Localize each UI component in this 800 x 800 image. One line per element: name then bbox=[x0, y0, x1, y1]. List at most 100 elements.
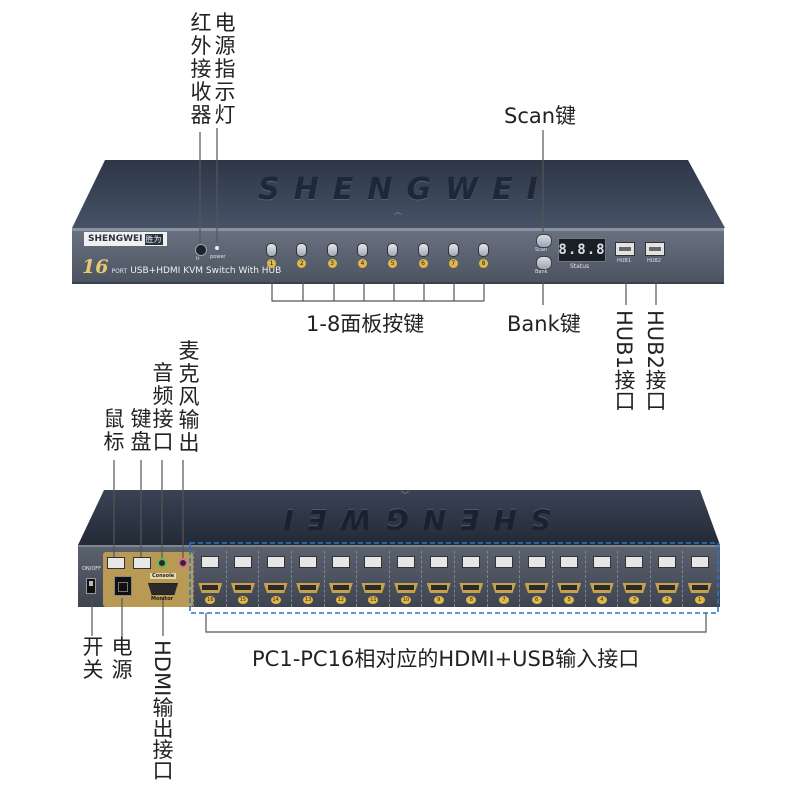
panel-button-number: 1 bbox=[267, 259, 276, 268]
panel-button-number: 3 bbox=[327, 259, 337, 268]
pc-usb-port[interactable] bbox=[658, 556, 677, 568]
pc-usb-port[interactable] bbox=[592, 556, 611, 568]
console-hdmi-port[interactable] bbox=[148, 583, 178, 595]
hub1-port[interactable] bbox=[615, 242, 635, 256]
pc-port-column: 7 bbox=[486, 551, 520, 607]
pc-hdmi-port-inner bbox=[463, 585, 480, 590]
audio-jack[interactable] bbox=[157, 558, 167, 568]
pc-hdmi-port-inner bbox=[593, 585, 610, 590]
bank-button[interactable] bbox=[536, 256, 552, 270]
callout-pc-ports: PC1-PC16相对应的HDMI+USB输入接口 bbox=[252, 647, 640, 671]
panel-button-number: 7 bbox=[448, 259, 458, 268]
pc-port-column: 5 bbox=[551, 551, 585, 607]
pc-usb-port[interactable] bbox=[331, 556, 350, 568]
callout-power-indicator: 电源指示灯 bbox=[214, 11, 236, 127]
callout-scan-key: Scan键 bbox=[504, 104, 577, 128]
pc-hdmi-port-inner bbox=[528, 585, 545, 590]
scan-button-label: Scan bbox=[535, 247, 548, 253]
pc-hdmi-port-inner bbox=[626, 585, 643, 590]
hub2-port[interactable] bbox=[645, 242, 665, 256]
front-chassis-face bbox=[72, 228, 724, 284]
pc-hdmi-port-inner bbox=[430, 585, 447, 590]
svg-text:︿: ︿ bbox=[394, 207, 402, 216]
callout-mouse: 鼠标 bbox=[103, 407, 125, 454]
callout-ir-receiver: 红外接收器 bbox=[190, 11, 212, 127]
monitor-label: Monitor bbox=[151, 596, 173, 602]
power-switch[interactable] bbox=[86, 578, 96, 594]
panel-button-3[interactable] bbox=[326, 243, 338, 257]
pc-port-column: 8 bbox=[454, 551, 487, 607]
panel-button-5[interactable] bbox=[387, 243, 399, 257]
pc-port-column: 15 bbox=[225, 551, 259, 607]
power-socket[interactable] bbox=[114, 576, 132, 596]
panel-button-4[interactable] bbox=[356, 243, 368, 257]
pc-port-number: 16 bbox=[205, 596, 216, 604]
pc-port-number: 8 bbox=[466, 596, 477, 604]
front-chassis-top bbox=[72, 160, 725, 228]
callout-hub1-port: HUB1接口 bbox=[612, 310, 636, 411]
pc-usb-port[interactable] bbox=[201, 556, 220, 568]
callout-panel-buttons: 1-8面板按键 bbox=[306, 312, 425, 336]
model-number: 16 bbox=[82, 256, 109, 278]
bank-button-label: Bank bbox=[535, 269, 548, 275]
pc-port-column: 3 bbox=[617, 551, 650, 607]
pc-port-number: 9 bbox=[433, 596, 444, 604]
console-mouse-port[interactable] bbox=[107, 557, 125, 569]
mic-jack[interactable] bbox=[178, 558, 188, 568]
panel-button-2[interactable] bbox=[296, 243, 308, 257]
pc-port-column: 16 bbox=[193, 551, 226, 607]
pc-usb-port[interactable] bbox=[527, 556, 546, 568]
pc-usb-port[interactable] bbox=[462, 556, 481, 568]
pc-usb-port[interactable] bbox=[625, 556, 644, 568]
hub2-label: HUB2 bbox=[647, 258, 662, 264]
panel-button-number: 2 bbox=[297, 259, 307, 268]
brand-badge-cn: 胜为 bbox=[144, 233, 163, 245]
pc-hdmi-port-inner bbox=[495, 585, 512, 590]
pc-port-column: 4 bbox=[584, 551, 618, 607]
pc-usb-port[interactable] bbox=[397, 556, 416, 568]
callout-hub2-port: HUB2接口 bbox=[643, 310, 667, 411]
callout-mic-output: 麦克风输出 bbox=[178, 339, 200, 455]
pc-port-number: 12 bbox=[335, 596, 346, 604]
pc-usb-port[interactable] bbox=[299, 556, 318, 568]
front-watermark: SHENGWEI bbox=[258, 172, 552, 207]
pc-port-column: 11 bbox=[356, 551, 389, 607]
panel-button-1[interactable] bbox=[266, 243, 277, 257]
power-led bbox=[215, 246, 219, 250]
pc-port-column: 13 bbox=[290, 551, 324, 607]
panel-button-number: 8 bbox=[479, 259, 489, 268]
pc-hdmi-port-inner bbox=[300, 585, 317, 590]
pc-hdmi-port-inner bbox=[332, 585, 349, 590]
pc-port-number: 11 bbox=[368, 596, 379, 604]
pc-usb-port[interactable] bbox=[690, 556, 709, 568]
brand-badge: SHENGWEI 胜为 bbox=[84, 232, 167, 246]
back-chassis-top bbox=[78, 490, 720, 545]
pc-usb-port[interactable] bbox=[266, 556, 285, 568]
pc-port-number: 4 bbox=[596, 596, 607, 604]
pc-port-column: 14 bbox=[258, 551, 291, 607]
panel-button-7[interactable] bbox=[447, 243, 459, 257]
pc-usb-port[interactable] bbox=[560, 556, 579, 568]
pc-hdmi-port-inner bbox=[267, 585, 284, 590]
panel-button-6[interactable] bbox=[417, 243, 429, 257]
status-display: 8.8.8 bbox=[558, 238, 606, 262]
panel-button-8[interactable] bbox=[478, 243, 490, 257]
pc-usb-port[interactable] bbox=[494, 556, 513, 568]
back-callout-lines bbox=[91, 460, 707, 636]
pc-port-number: 14 bbox=[270, 596, 281, 604]
console-label: Console bbox=[150, 573, 177, 579]
pc-hdmi-port-inner bbox=[365, 585, 382, 590]
pc-usb-port[interactable] bbox=[233, 556, 252, 568]
pc-usb-port[interactable] bbox=[429, 556, 448, 568]
panel-button-number: 6 bbox=[418, 259, 428, 268]
ir-receiver-lens bbox=[195, 244, 207, 256]
scan-button[interactable] bbox=[536, 234, 552, 248]
console-keyboard-port[interactable] bbox=[133, 557, 151, 569]
pc-port-column: 1 bbox=[682, 551, 715, 607]
pc-usb-port[interactable] bbox=[364, 556, 383, 568]
pc-port-number: 7 bbox=[498, 596, 509, 604]
panel-button-number: 5 bbox=[388, 259, 398, 268]
pc-hdmi-port-inner bbox=[659, 585, 676, 590]
callout-hdmi-output: HDMI输出接口 bbox=[150, 640, 174, 781]
